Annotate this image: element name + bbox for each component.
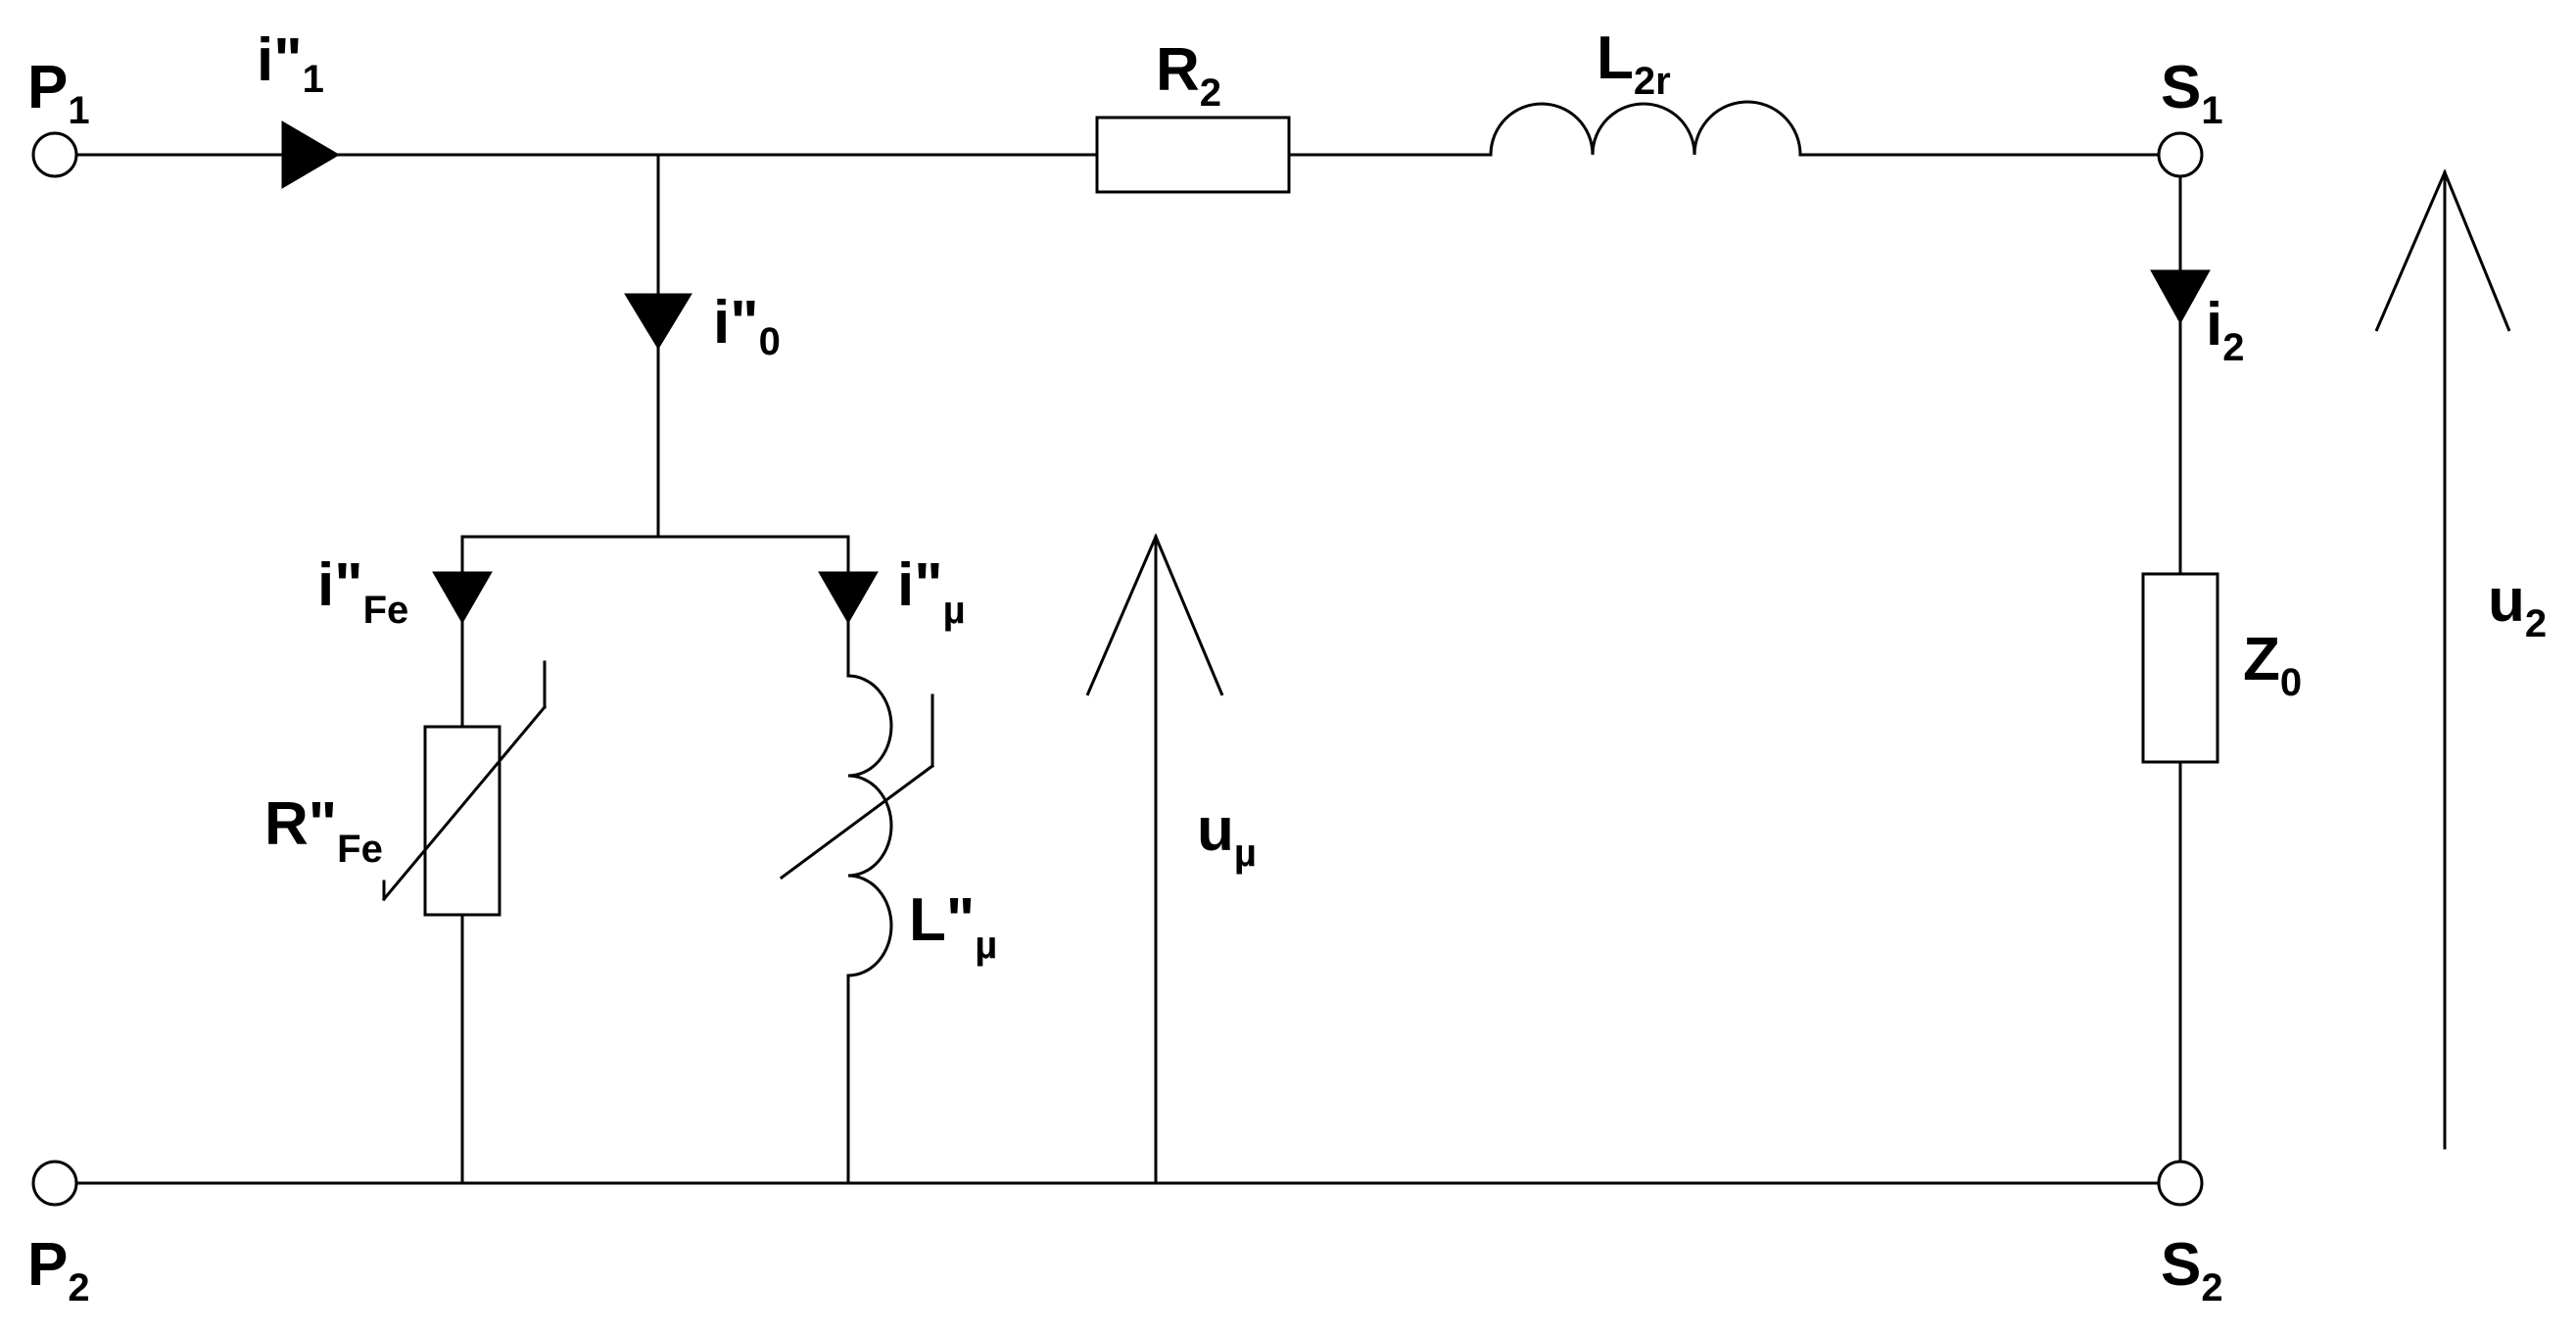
rfe-resistor xyxy=(423,725,501,917)
r2-resistor xyxy=(1095,116,1291,194)
label-i1: i"1 xyxy=(257,26,324,101)
lmu-nonlinear-slash xyxy=(779,763,935,880)
label-umu: uµ xyxy=(1197,796,1257,875)
rfe-nonlinear-slash xyxy=(381,704,548,902)
wiring xyxy=(74,153,2182,1185)
label-l2r: L2r xyxy=(1597,24,1671,103)
label-s2: S2 xyxy=(2161,1231,2223,1309)
label-r2: R2 xyxy=(1156,36,1221,115)
label-p2: P2 xyxy=(27,1231,90,1309)
l2r-inductor xyxy=(1489,100,1802,157)
i0-arrow-icon xyxy=(624,293,692,350)
i1-arrow-icon xyxy=(281,120,340,189)
terminal-s1 xyxy=(2157,131,2204,178)
label-p1: P1 xyxy=(27,54,90,132)
imu-arrow-icon xyxy=(818,571,879,625)
label-lmu: L"µ xyxy=(909,886,997,967)
label-i2: i2 xyxy=(2206,291,2244,369)
z0-load xyxy=(2141,572,2219,764)
u2-voltage-arrow xyxy=(2374,168,2511,1150)
label-ife: i"Fe xyxy=(317,551,408,632)
label-i0: i"0 xyxy=(713,289,781,363)
lmu-inductor xyxy=(846,674,893,977)
terminal-p1 xyxy=(31,131,78,178)
terminal-p2 xyxy=(31,1160,78,1207)
label-rfe: R"Fe xyxy=(264,790,383,871)
terminal-s2 xyxy=(2157,1160,2204,1207)
label-u2: u2 xyxy=(2488,567,2547,645)
label-z0: Z0 xyxy=(2243,626,2302,704)
umu-voltage-arrow xyxy=(1085,533,1224,1185)
label-imu: i"µ xyxy=(897,551,966,632)
i2-arrow-icon xyxy=(2150,269,2211,325)
ife-arrow-icon xyxy=(432,571,493,625)
label-s1: S1 xyxy=(2161,54,2223,132)
